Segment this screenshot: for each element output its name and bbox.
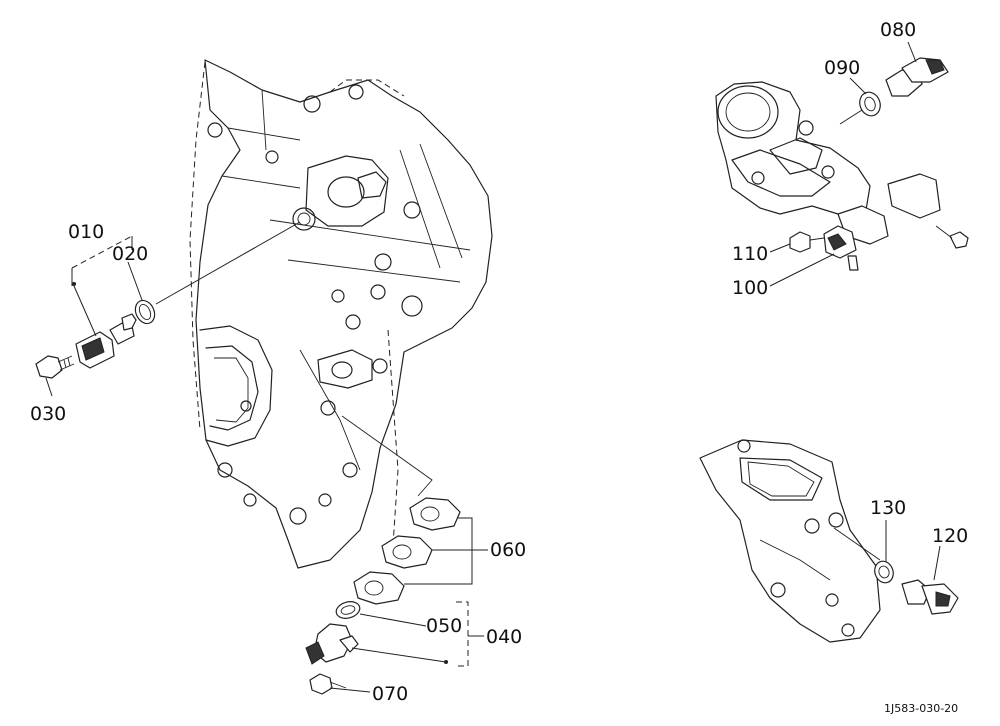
callout-060: 060: [490, 539, 526, 561]
callout-040: 040: [486, 626, 522, 648]
callout-labels: 010 020 030 040 050 060 070 080 090 100 …: [30, 19, 968, 705]
callout-110: 110: [732, 243, 768, 265]
callout-120: 120: [932, 525, 968, 547]
thermostat-housing-assembly: [699, 439, 959, 643]
callout-020: 020: [112, 243, 148, 265]
callout-080: 080: [880, 19, 916, 41]
callout-030: 030: [30, 403, 66, 425]
callout-130: 130: [870, 497, 906, 519]
callout-leaders: [45, 41, 941, 693]
water-flange-assembly: [715, 57, 969, 271]
sensor-assembly-010: [35, 221, 301, 379]
sensor-assembly-040: [305, 415, 461, 695]
gear-case-housing: [189, 59, 493, 569]
callout-070: 070: [372, 683, 408, 705]
callout-100: 100: [732, 277, 768, 299]
callout-090: 090: [824, 57, 860, 79]
callout-010: 010: [68, 221, 104, 243]
callout-050: 050: [426, 615, 462, 637]
drawing-reference-code: 1J583-030-20: [884, 702, 958, 715]
